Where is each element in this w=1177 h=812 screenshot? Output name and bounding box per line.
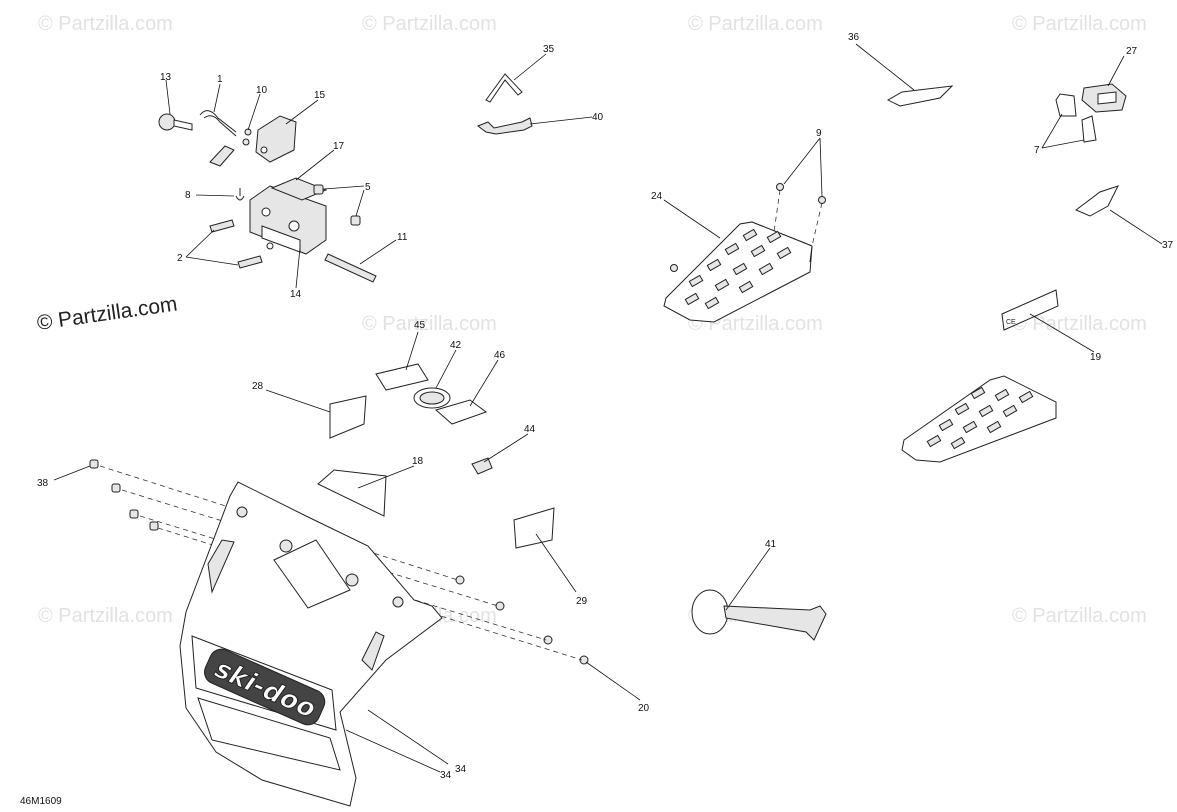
part-10-spring xyxy=(209,145,235,167)
part-5-nut xyxy=(313,184,324,195)
leader-lines xyxy=(53,43,1163,773)
callout-11: 11 xyxy=(397,232,408,243)
callout-41: 38 xyxy=(37,478,49,489)
watermark: © Partzilla.com xyxy=(38,605,173,627)
callout-10: 10 xyxy=(256,85,268,96)
callout-44: 44 xyxy=(524,424,536,435)
part-5-nut xyxy=(350,215,361,226)
part-18-label xyxy=(317,469,387,517)
callout-17: 17 xyxy=(333,141,345,152)
watermark: © Partzilla.com xyxy=(1012,605,1147,627)
part-9-nut xyxy=(776,183,784,191)
diagram-code: 46M1609 xyxy=(20,796,62,807)
watermark: © Partzilla.com xyxy=(1012,313,1147,335)
callout-42: 42 xyxy=(450,340,462,351)
watermark: © Partzilla.com xyxy=(1012,13,1147,35)
part-42-gauge-label xyxy=(413,387,451,409)
callout-28: 28 xyxy=(252,381,264,392)
callout-8: 8 xyxy=(185,190,191,201)
callout-34: 34 xyxy=(455,764,467,775)
part-8-hook xyxy=(235,188,245,201)
callout-38: 40 xyxy=(592,112,604,123)
part-7-strap xyxy=(1055,93,1077,117)
part-24-footrest xyxy=(663,221,813,323)
callout-labels: 13 1 10 15 17 5 8 2 11 14 35 40 36 27 7 … xyxy=(37,32,1174,781)
callout-1: 1 xyxy=(217,74,223,85)
part-2-pin xyxy=(237,255,263,269)
part-45-label xyxy=(375,363,429,391)
part-14-hitch-plate xyxy=(249,185,327,255)
callout-18: 18 xyxy=(412,456,424,467)
part-17-shim xyxy=(270,177,328,201)
callout-20: 20 xyxy=(638,703,650,714)
part-15-bracket xyxy=(255,115,297,163)
svg-text:CE: CE xyxy=(1006,319,1016,326)
callout-7: 7 xyxy=(1034,145,1040,156)
callout-27: 27 xyxy=(1126,46,1138,57)
watermark: © Partzilla.com xyxy=(362,313,497,335)
callout-40: 41 xyxy=(765,539,777,550)
part-19-label: CE xyxy=(1001,289,1059,331)
part-2-pin xyxy=(209,219,235,233)
part-7-strap xyxy=(1081,115,1097,143)
part-9-nut xyxy=(818,196,826,204)
callout-15: 15 xyxy=(314,90,326,101)
callout-24: 24 xyxy=(651,191,663,202)
callout-5: 5 xyxy=(365,182,371,193)
callout-14: 14 xyxy=(290,289,302,300)
part-footrest-right xyxy=(901,375,1057,463)
part-36-decal xyxy=(886,85,954,107)
part-27-cover xyxy=(1081,83,1127,113)
callout-34: 34 xyxy=(440,770,452,781)
part-34-hood: ski-doo xyxy=(179,481,443,807)
part-28-decal xyxy=(329,395,367,439)
part-11-rod xyxy=(324,253,377,283)
callout-2: 2 xyxy=(177,253,183,264)
callout-9: 9 xyxy=(816,128,822,139)
callout-46: 46 xyxy=(494,350,506,361)
part-46-label xyxy=(434,399,488,425)
part-13-knob xyxy=(158,113,193,131)
part-37-decal xyxy=(1075,185,1119,217)
watermark: © Partzilla.com xyxy=(38,13,173,35)
part-1-clip xyxy=(199,110,237,137)
watermarks: © Partzilla.com © Partzilla.com © Partzi… xyxy=(38,13,1147,627)
callout-29: 29 xyxy=(576,596,588,607)
callout-37: 37 xyxy=(1162,240,1174,251)
part-38-wrench xyxy=(476,117,533,135)
copyright-text: © Partzilla.com xyxy=(35,292,178,334)
watermark: © Partzilla.com xyxy=(688,13,823,35)
callout-19: 19 xyxy=(1090,352,1102,363)
callout-35: 35 xyxy=(543,44,555,55)
part-35-bracket xyxy=(485,73,523,103)
part-40-mirror xyxy=(691,589,827,641)
callout-36: 36 xyxy=(848,32,860,43)
part-44-clip xyxy=(471,457,493,475)
watermark: © Partzilla.com xyxy=(362,13,497,35)
callout-45: 45 xyxy=(414,320,426,331)
callout-13: 13 xyxy=(160,72,172,83)
part-29-decal xyxy=(513,507,555,549)
part-41-bolts xyxy=(89,459,159,531)
